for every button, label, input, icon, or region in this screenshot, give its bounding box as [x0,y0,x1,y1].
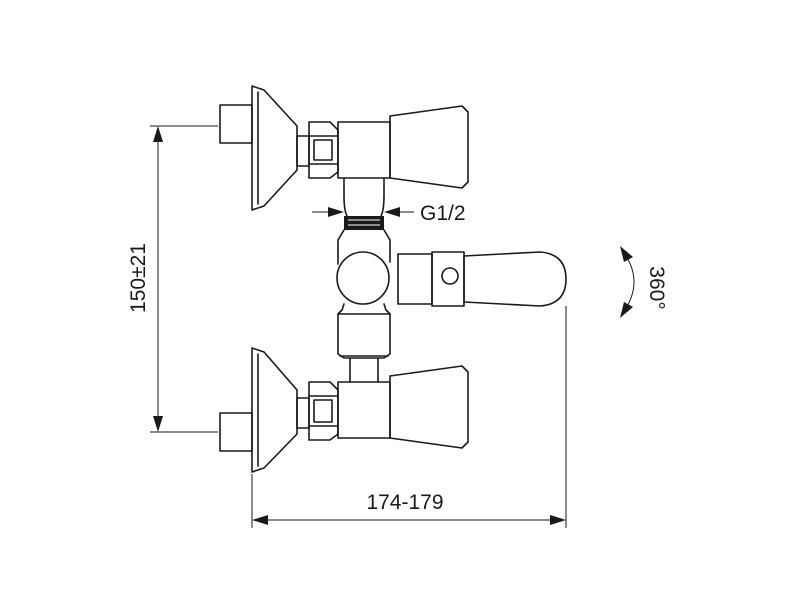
rotation-indicator [620,246,635,318]
width-dimension-label: 174-179 [366,491,443,514]
diverter-body [336,249,567,383]
width-dimension [251,306,567,528]
thread-label: G1/2 [420,202,466,225]
rotation-label: 360° [645,266,668,309]
height-dimension [150,125,218,433]
thread-section [337,216,391,251]
thread-dimension [312,207,414,217]
lower-wall-connection [219,347,339,473]
lower-valve-body [337,365,469,449]
upper-valve-body [337,105,469,219]
upper-wall-connection [219,85,339,211]
height-dimension-label: 150±21 [127,243,150,313]
